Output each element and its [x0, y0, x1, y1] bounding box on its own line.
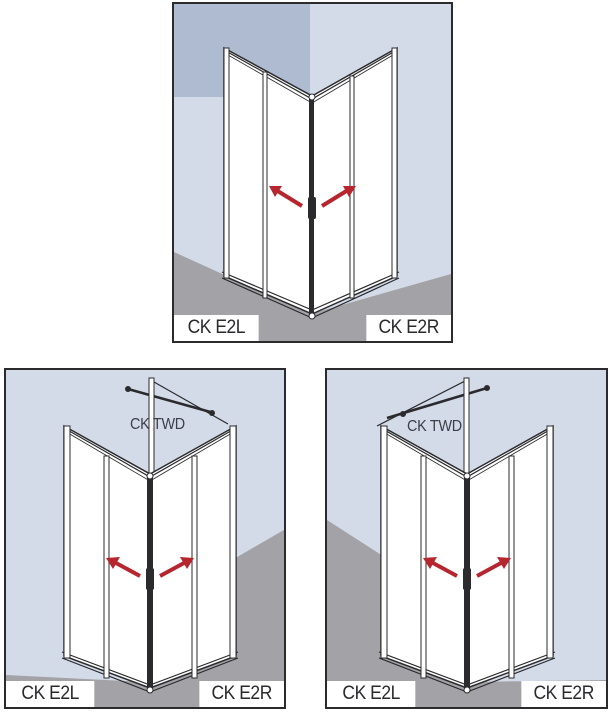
- shower-enclosure-drawing: [327, 370, 606, 707]
- double-arrow-opening-icon: [106, 557, 194, 578]
- model-label-left: CK E2L: [6, 681, 95, 707]
- model-label-right: CK E2R: [521, 681, 606, 707]
- model-label-right: CK E2R: [366, 315, 451, 341]
- model-label-left: CK E2L: [327, 681, 416, 707]
- diagram-panel-twd-left: CK TWD CK E2L CK E2R: [4, 368, 286, 709]
- model-label-top: CK TWD: [407, 418, 462, 435]
- diagram-panel-twd-right: CK TWD CK E2L CK E2R: [325, 368, 608, 709]
- diagram-panel-corner-entry: CK E2L CK E2R: [172, 2, 453, 343]
- model-label-left: CK E2L: [174, 315, 259, 341]
- double-arrow-opening-icon: [269, 186, 356, 208]
- model-label-top: CK TWD: [130, 416, 185, 433]
- model-label-right: CK E2R: [199, 681, 284, 707]
- double-arrow-opening-icon: [423, 557, 511, 578]
- shower-enclosure-drawing: [174, 4, 451, 341]
